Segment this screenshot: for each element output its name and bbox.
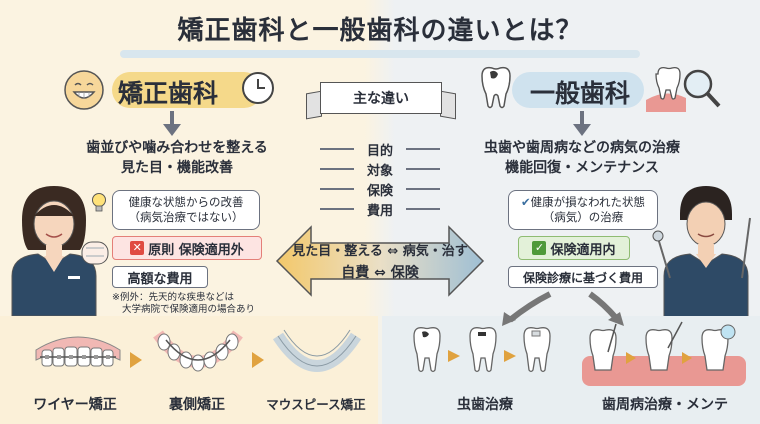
criterion-insurance: 保険 bbox=[320, 180, 440, 199]
criterion-target: 対象 bbox=[320, 160, 440, 179]
orthodontics-bubble: 健康な状態からの改善 （病気治療ではない） bbox=[112, 190, 260, 230]
ortho-step-arrow-2-icon bbox=[252, 352, 264, 368]
branch-arrows-icon bbox=[470, 290, 650, 334]
periodontal-treatment-label: 歯周病治療・メンテ bbox=[602, 397, 728, 413]
summary-cost: 自費 ⇔ 保険 bbox=[341, 265, 419, 281]
general-dentist-illustration bbox=[650, 178, 758, 322]
ortho-step-arrow-1-icon bbox=[130, 352, 142, 368]
orthodontics-insurance-tag: ✕ 原則 保険適用外 bbox=[112, 236, 262, 260]
wire-braces-icon bbox=[30, 320, 126, 392]
smile-face-icon bbox=[62, 68, 106, 116]
right-arrow-stem bbox=[580, 111, 584, 125]
main-differences-banner: 主な違い bbox=[320, 82, 442, 114]
magnifier-tooth-icon bbox=[646, 64, 722, 118]
left-arrow-stem bbox=[170, 111, 174, 125]
general-bubble: ✔健康が損なわれた状態 （病気）の治療 bbox=[508, 190, 658, 230]
left-arrow-down-icon bbox=[163, 124, 181, 136]
general-header-pill bbox=[512, 72, 644, 108]
cavity-treatment-label: 虫歯治療 bbox=[457, 397, 513, 413]
criterion-cost: 費用 bbox=[320, 200, 440, 219]
lightbulb-icon bbox=[90, 192, 108, 218]
cross-mark-icon: ✕ bbox=[130, 241, 145, 255]
lingual-braces-label: 裏側矯正 bbox=[169, 397, 225, 413]
lingual-braces-icon bbox=[150, 320, 246, 392]
criterion-purpose: 目的 bbox=[320, 140, 440, 159]
general-header: 一般歯科 bbox=[530, 79, 631, 108]
double-arrow-graphic bbox=[275, 225, 485, 297]
decayed-tooth-icon bbox=[476, 64, 516, 114]
right-arrow-down-icon bbox=[573, 124, 591, 136]
orthodontics-note: ※例外：先天的な疾患などは 大学病院で保険適用の場合あり bbox=[112, 292, 256, 315]
general-description: 虫歯や歯周病などの病気の治療 機能回復・メンテナンス bbox=[484, 140, 680, 176]
general-cost-tag: 保険診療に基づく費用 bbox=[508, 266, 658, 288]
orthodontics-header: 矯正歯科 bbox=[118, 79, 219, 108]
cavity-treatment-icon bbox=[408, 322, 558, 392]
orthodontist-illustration bbox=[4, 180, 112, 320]
check-mark-icon: ✔ bbox=[520, 195, 531, 209]
summary-purpose: 見た目・整える ⇔ 病気・治す bbox=[292, 244, 468, 259]
banner-tail-right bbox=[440, 90, 456, 120]
clock-icon bbox=[240, 70, 276, 110]
orthodontics-header-pill bbox=[112, 72, 262, 108]
orthodontics-description: 歯並びや噛み合わせを整える 見た目・機能改善 bbox=[86, 140, 268, 176]
page-title: 矯正歯科と一般歯科の違いとは？ bbox=[0, 10, 760, 58]
orthodontics-cost-tag: 高額な費用 bbox=[112, 266, 208, 288]
clear-aligner-icon bbox=[272, 320, 362, 392]
periodontal-treatment-icon bbox=[582, 318, 746, 394]
clear-aligner-label: マウスピース矯正 bbox=[266, 397, 366, 412]
general-insurance-tag: ✓ 保険適用内 bbox=[518, 236, 630, 260]
title-underline bbox=[120, 50, 640, 58]
check-box-icon: ✓ bbox=[532, 241, 547, 255]
wire-braces-label: ワイヤー矯正 bbox=[33, 397, 117, 413]
